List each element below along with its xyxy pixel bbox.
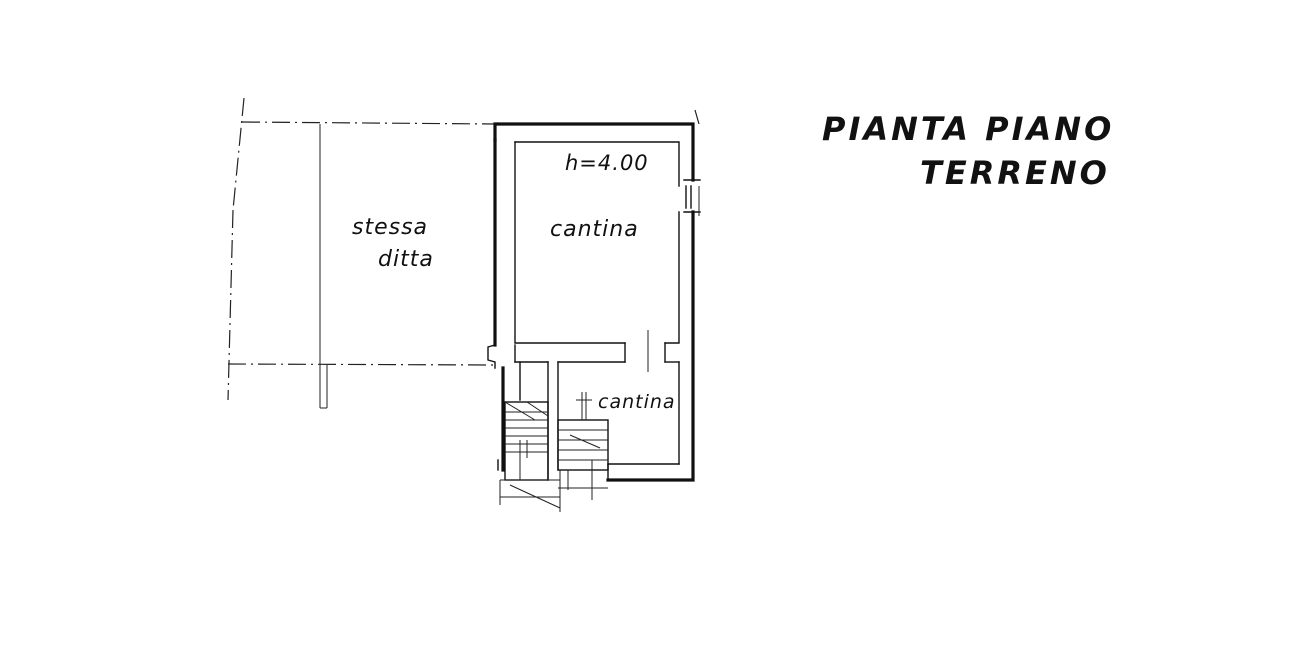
drawing-title-line2: TERRENO	[920, 154, 1110, 192]
neighbour-outline	[227, 97, 700, 409]
room-label-ditta: ditta	[378, 247, 434, 272]
drawing-title-line1: PIANTA PIANO	[822, 110, 1114, 148]
internal-walls	[514, 330, 680, 481]
outer-walls	[487, 122, 695, 482]
room-label-cantina-main: cantina	[550, 217, 639, 242]
height-annotation: h=4.00	[565, 151, 649, 175]
room-label-cantina-small: cantina	[598, 391, 676, 413]
staircase-left	[499, 401, 561, 512]
room-label-stessa: stessa	[352, 215, 428, 240]
staircase-right	[557, 392, 609, 500]
window-right	[683, 179, 701, 216]
